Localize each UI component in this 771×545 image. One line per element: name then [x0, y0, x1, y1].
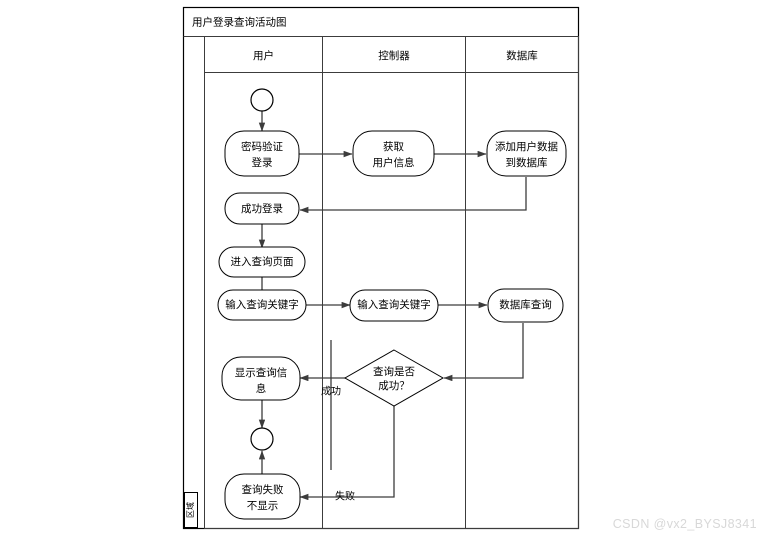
start-node[interactable] — [250, 88, 274, 112]
decision-node-query-success-line2: 成功？ — [378, 380, 410, 392]
activity-node-input-keyword-controller[interactable]: 输入查询关键字 — [349, 289, 439, 322]
activity-node-add-user-data[interactable]: 添加用户数据 到数据库 — [486, 130, 567, 177]
activity-node-show-query-info-line2: 息 — [256, 382, 267, 395]
activity-node-add-user-data-line1: 添加用户数据 — [495, 140, 558, 153]
activity-node-get-user-info-line2: 用户信息 — [373, 156, 415, 169]
decision-node-query-success[interactable]: 查询是否 成功？ — [343, 349, 445, 407]
activity-node-get-user-info-line1: 获取 — [383, 141, 404, 153]
activity-node-input-keyword-user[interactable]: 输入查询关键字 — [217, 289, 307, 321]
activity-node-query-failed[interactable]: 查询失败 不显示 — [224, 473, 301, 520]
edge-add-user-data-to-login-success — [299, 177, 527, 214]
activity-node-login-success-label: 成功登录 — [241, 202, 283, 215]
activity-node-enter-query-page[interactable]: 进入查询页面 — [218, 246, 306, 278]
flow-connectors — [258, 111, 527, 501]
activity-node-query-failed-line1: 查询失败 — [242, 483, 284, 496]
partition-tab-label: 区域 — [185, 502, 195, 518]
swimlane-database — [465, 36, 579, 529]
nodes: 密码验证 登录 获取 用户信息 添加用户数据 到数据库 成功登录 进入查询页面 — [217, 88, 567, 520]
activity-node-login[interactable]: 密码验证 登录 — [224, 130, 300, 177]
activity-node-input-keyword-controller-label: 输入查询关键字 — [357, 298, 431, 311]
activity-node-show-query-info-line1: 显示查询信 — [235, 366, 288, 379]
activity-node-show-query-info[interactable]: 显示查询信 息 — [221, 356, 301, 401]
csdn-watermark: CSDN @vx2_BYSJ8341 — [612, 517, 757, 531]
activity-node-login-line1: 密码验证 — [241, 140, 283, 153]
activity-node-login-line2: 登录 — [252, 156, 273, 169]
activity-node-get-user-info[interactable]: 获取 用户信息 — [352, 130, 435, 177]
swimlane-label-controller: 控制器 — [378, 49, 410, 62]
activity-node-login-success[interactable]: 成功登录 — [224, 192, 300, 225]
activity-node-input-keyword-user-label: 输入查询关键字 — [225, 298, 299, 311]
swimlane-group: 用户 控制器 数据库 — [204, 36, 579, 529]
swimlane-label-user: 用户 — [253, 49, 274, 62]
decision-node-query-success-line1: 查询是否 — [373, 365, 415, 378]
end-node[interactable] — [250, 427, 274, 451]
edge-decision-to-query-failed — [299, 406, 395, 501]
activity-node-db-query-label: 数据库查询 — [499, 298, 552, 311]
edge-db-query-to-decision — [443, 323, 524, 382]
edge-label-success: 成功 — [321, 386, 341, 398]
partition-tab: 区域 — [184, 492, 198, 528]
edge-label-failure: 失败 — [335, 490, 355, 503]
activity-node-enter-query-page-label: 进入查询页面 — [231, 255, 294, 268]
swimlane-label-database: 数据库 — [506, 49, 538, 62]
edge-labels: 成功 失败 — [321, 386, 355, 503]
activity-node-db-query[interactable]: 数据库查询 — [487, 288, 564, 323]
activity-node-query-failed-line2: 不显示 — [247, 500, 279, 512]
activity-node-add-user-data-line2: 到数据库 — [506, 156, 548, 169]
diagram-title: 用户登录查询活动图 — [192, 15, 287, 28]
